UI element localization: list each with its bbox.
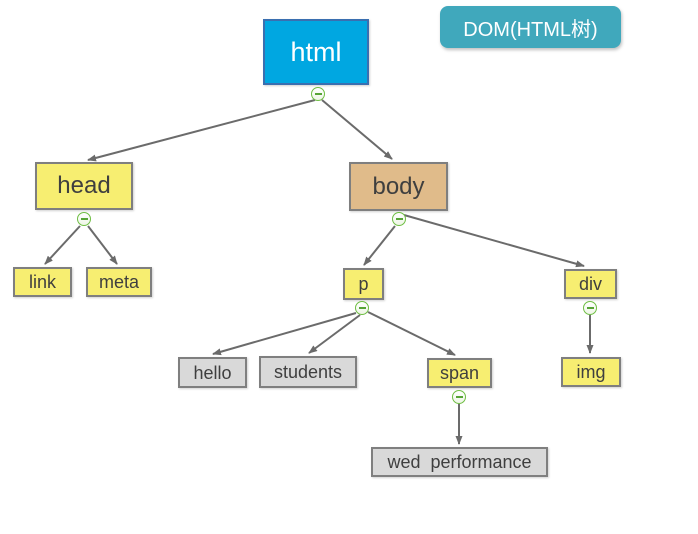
minus-glyph — [586, 307, 594, 309]
node-div: div — [564, 269, 617, 299]
minus-glyph — [80, 218, 88, 220]
collapse-minus-icon-span[interactable] — [452, 390, 466, 404]
minus-glyph — [395, 218, 403, 220]
edge-p-span — [367, 311, 456, 356]
collapse-minus-icon-head[interactable] — [77, 212, 91, 226]
minus-glyph — [358, 307, 366, 309]
collapse-minus-icon-html[interactable] — [311, 87, 325, 101]
collapse-minus-icon-div[interactable] — [583, 301, 597, 315]
diagram-title-badge: DOM(HTML树) — [440, 6, 621, 48]
edge-p-students — [308, 314, 361, 354]
collapse-minus-icon-body[interactable] — [392, 212, 406, 226]
node-students-label: students — [273, 362, 343, 382]
node-meta: meta — [86, 267, 152, 297]
node-img-label: img — [576, 362, 606, 382]
node-html-label: html — [290, 36, 342, 67]
node-head: head — [35, 162, 133, 210]
node-html: html — [263, 19, 369, 85]
node-meta-label: meta — [98, 272, 140, 292]
edge-body-p — [363, 225, 396, 266]
node-link-label: link — [28, 272, 56, 292]
node-img: img — [561, 357, 621, 387]
node-span: span — [427, 358, 492, 388]
edge-p-hello — [212, 312, 357, 356]
node-hello: hello — [178, 357, 247, 388]
node-div-label: div — [578, 274, 602, 294]
diagram-title-label: DOM(HTML树) — [463, 18, 598, 41]
node-body: body — [349, 162, 448, 211]
node-p: p — [343, 268, 384, 300]
edge-head-link — [44, 225, 81, 265]
edge-html-head — [87, 99, 316, 162]
minus-glyph — [455, 396, 463, 398]
edge-head-meta — [87, 225, 118, 265]
node-wed-performance-label: wed performance — [387, 452, 532, 472]
node-students: students — [259, 356, 357, 388]
minus-glyph — [314, 93, 322, 95]
node-head-label: head — [57, 172, 111, 199]
node-link: link — [13, 267, 72, 297]
node-hello-label: hello — [193, 362, 232, 383]
collapse-minus-icon-p[interactable] — [355, 301, 369, 315]
node-span-label: span — [439, 363, 480, 383]
edge-body-div — [403, 214, 585, 268]
node-wed-performance: wed performance — [371, 447, 548, 477]
node-body-label: body — [372, 172, 425, 200]
node-p-label: p — [358, 274, 369, 294]
edge-html-body — [321, 99, 393, 160]
